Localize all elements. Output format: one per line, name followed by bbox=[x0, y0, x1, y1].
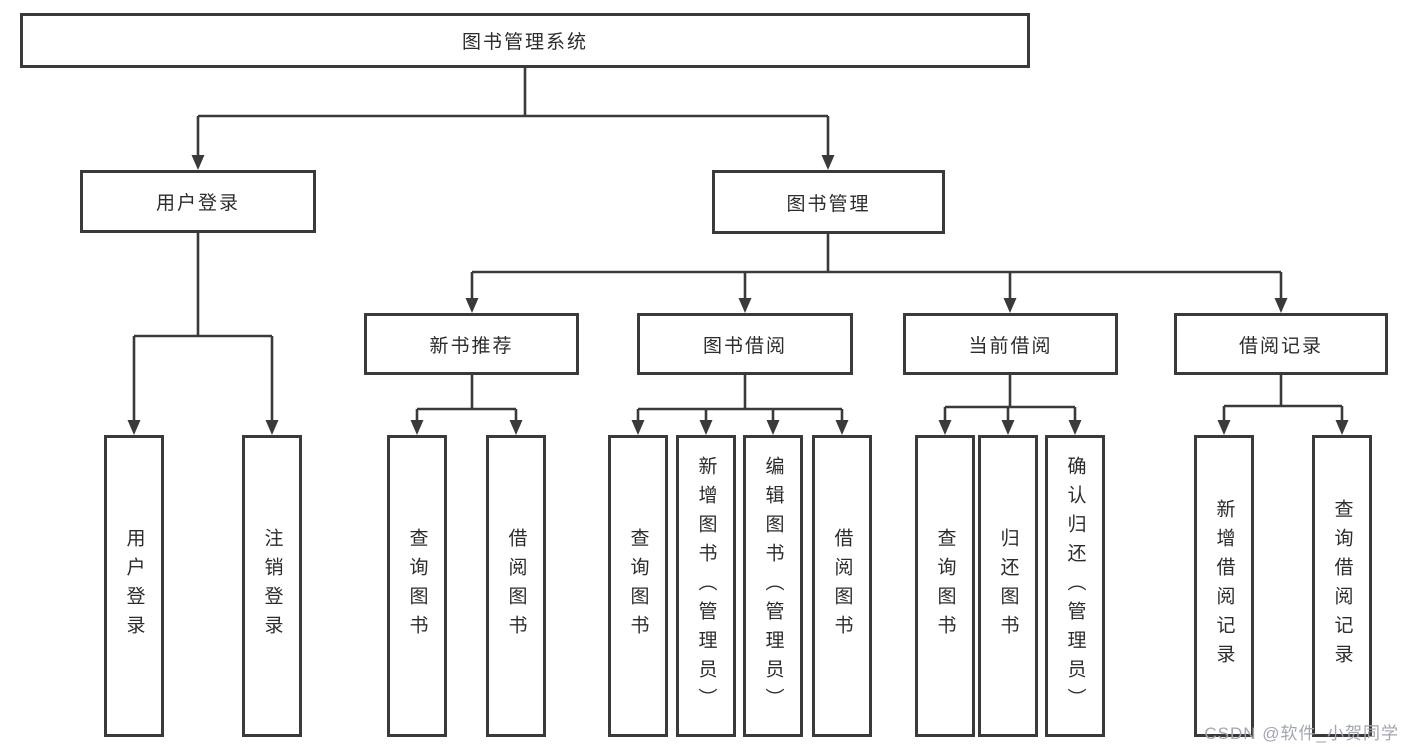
leaf-current-confirm-return-admin-label: 确认归还（管理员） bbox=[1064, 455, 1086, 717]
node-current-borrowing-label: 当前借阅 bbox=[968, 335, 1053, 357]
leaf-records-query-record-label: 查询借阅记录 bbox=[1331, 499, 1353, 673]
csdn-watermark: CSDN @软件_小贺同学 bbox=[1204, 724, 1399, 743]
leaf-borrowing-query-books-label: 查询图书 bbox=[627, 528, 649, 644]
node-book-borrowing-label: 图书借阅 bbox=[702, 335, 787, 357]
leaf-borrowing-borrow-books-label: 借阅图书 bbox=[831, 528, 853, 644]
leaf-user-login-label: 用户登录 bbox=[123, 528, 145, 644]
node-library-system: 图书管理系统 bbox=[20, 13, 1030, 68]
leaf-borrowing-edit-books-admin-label: 编辑图书（管理员） bbox=[762, 455, 784, 717]
node-library-system-label: 图书管理系统 bbox=[461, 32, 588, 53]
leaf-records-query-record: 查询借阅记录 bbox=[1312, 435, 1372, 737]
node-book-management: 图书管理 bbox=[712, 170, 945, 234]
leaf-logout-label: 注销登录 bbox=[261, 528, 283, 644]
node-current-borrowing: 当前借阅 bbox=[903, 313, 1118, 375]
leaf-current-return-books-label: 归还图书 bbox=[997, 528, 1019, 644]
node-borrowing-records: 借阅记录 bbox=[1174, 313, 1388, 375]
leaf-logout: 注销登录 bbox=[242, 435, 302, 737]
leaf-borrowing-borrow-books: 借阅图书 bbox=[812, 435, 872, 737]
leaf-recommend-query-books: 查询图书 bbox=[387, 435, 447, 737]
leaf-borrowing-edit-books-admin: 编辑图书（管理员） bbox=[743, 435, 803, 737]
node-book-management-label: 图书管理 bbox=[786, 193, 871, 215]
node-user-login: 用户登录 bbox=[80, 170, 316, 233]
leaf-recommend-query-books-label: 查询图书 bbox=[406, 528, 428, 644]
leaf-recommend-borrow-books-label: 借阅图书 bbox=[505, 528, 527, 644]
leaf-records-add-record-label: 新增借阅记录 bbox=[1213, 499, 1235, 673]
leaf-recommend-borrow-books: 借阅图书 bbox=[486, 435, 546, 737]
leaf-borrowing-add-books-admin: 新增图书（管理员） bbox=[676, 435, 736, 737]
leaf-borrowing-query-books: 查询图书 bbox=[608, 435, 668, 737]
node-new-book-recommend-label: 新书推荐 bbox=[429, 335, 514, 357]
node-user-login-label: 用户登录 bbox=[155, 193, 240, 214]
leaf-borrowing-add-books-admin-label: 新增图书（管理员） bbox=[695, 455, 717, 717]
leaf-user-login: 用户登录 bbox=[104, 435, 164, 737]
node-book-borrowing: 图书借阅 bbox=[637, 313, 853, 375]
leaf-current-confirm-return-admin: 确认归还（管理员） bbox=[1045, 435, 1105, 737]
leaf-current-query-books-label: 查询图书 bbox=[934, 528, 956, 644]
node-borrowing-records-label: 借阅记录 bbox=[1238, 335, 1323, 357]
leaf-records-add-record: 新增借阅记录 bbox=[1194, 435, 1254, 737]
leaf-current-return-books: 归还图书 bbox=[978, 435, 1038, 737]
node-new-book-recommend: 新书推荐 bbox=[364, 313, 579, 375]
leaf-current-query-books: 查询图书 bbox=[915, 435, 975, 737]
